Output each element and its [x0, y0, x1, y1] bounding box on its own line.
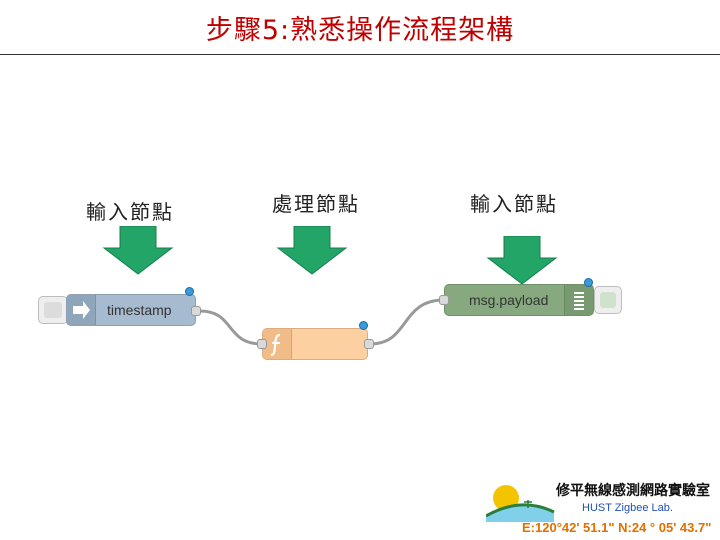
debug-input-port[interactable] — [439, 295, 449, 305]
label-process-node: 處理節點 — [272, 192, 360, 216]
inject-arrow-icon — [73, 301, 90, 319]
lab-logo: 修平無線感測網路實驗室 HUST Zigbee Lab. E:120°42' 5… — [486, 476, 720, 540]
wire-inject-function — [199, 309, 263, 346]
function-output-port[interactable] — [364, 339, 374, 349]
label-input-node-2: 輸入節點 — [470, 192, 558, 216]
lab-logo-title: 修平無線感測網路實驗室 — [556, 483, 710, 499]
down-arrow-icon — [276, 226, 348, 275]
debug-icon-area — [564, 285, 593, 315]
down-arrow-icon — [486, 236, 558, 285]
lab-logo-coordinates: E:120°42' 51.1" N:24 ° 05' 43.7" — [522, 520, 712, 535]
inject-node[interactable]: timestamp — [66, 294, 196, 326]
debug-list-icon — [574, 292, 584, 310]
lab-logo-subtitle: HUST Zigbee Lab. — [582, 502, 673, 514]
down-arrow-icon — [102, 226, 174, 275]
debug-toggle-inner — [600, 292, 616, 308]
debug-node-label: msg.payload — [469, 292, 549, 308]
wire-function-debug — [369, 298, 445, 346]
function-changed-indicator — [359, 321, 368, 330]
function-icon — [270, 333, 281, 357]
function-input-port[interactable] — [257, 339, 267, 349]
slide-title: 步驟5:熟悉操作流程架構 — [205, 15, 515, 46]
debug-toggle-button[interactable] — [594, 286, 622, 314]
inject-trigger-button[interactable] — [38, 296, 68, 324]
function-icon-area — [263, 329, 292, 359]
debug-node[interactable]: msg.payload — [444, 284, 594, 316]
inject-changed-indicator — [185, 287, 194, 296]
inject-trigger-inner — [44, 302, 62, 318]
function-node[interactable] — [262, 328, 368, 360]
title-divider — [0, 54, 720, 55]
debug-changed-indicator — [584, 278, 593, 287]
inject-output-port[interactable] — [191, 306, 201, 316]
inject-node-label: timestamp — [107, 302, 172, 318]
sunrise-logo-icon — [486, 485, 555, 522]
inject-icon-area — [67, 295, 96, 325]
label-input-node-1: 輸入節點 — [86, 200, 174, 224]
